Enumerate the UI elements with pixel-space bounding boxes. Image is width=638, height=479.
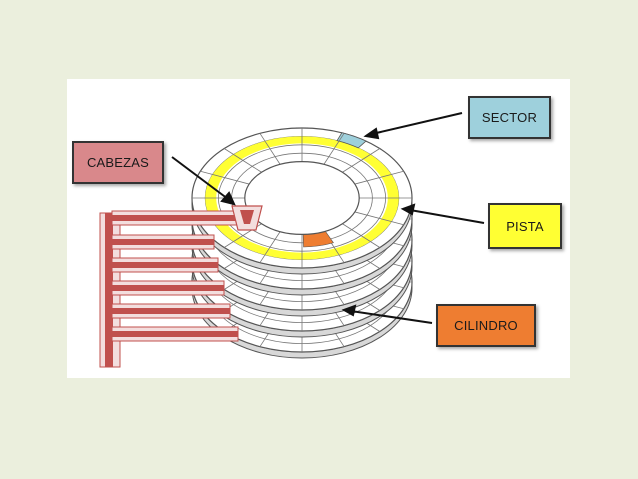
sector-line: [354, 170, 404, 185]
head-arm-core: [112, 262, 218, 268]
pista-arrowhead: [400, 203, 416, 216]
sector-line: [354, 211, 404, 226]
sector-line: [342, 223, 380, 248]
spindle-hole: [244, 161, 360, 236]
sector-label: SECTOR: [468, 96, 551, 139]
cabezas-arrow: [171, 156, 229, 200]
sector-arrow: [371, 112, 463, 135]
sector-line: [323, 133, 345, 165]
sector-line: [259, 133, 281, 165]
read-write-head-tip: [240, 210, 254, 224]
cabezas-arrowhead: [220, 191, 236, 206]
sector-line: [200, 170, 250, 185]
head-assembly: [99, 205, 263, 368]
sector-line: [342, 148, 380, 173]
head-arm-core: [112, 285, 224, 291]
cilindro-arrowhead: [341, 304, 357, 317]
pista-arrow: [409, 209, 485, 224]
head-arm-core: [112, 239, 214, 245]
sector-arrowhead: [363, 127, 380, 140]
platter-stack: [191, 127, 413, 359]
cabezas-label: CABEZAS: [72, 141, 164, 184]
head-arm-core: [112, 331, 238, 337]
arrows: [171, 112, 485, 324]
sector-line: [259, 231, 281, 263]
head-spine-core: [105, 213, 113, 367]
head-arm-core: [112, 308, 230, 314]
cilindro-label: CILINDRO: [436, 304, 536, 347]
sector-line: [224, 148, 262, 173]
cilindro-arrow: [350, 310, 433, 324]
pista-label: PISTA: [488, 203, 562, 249]
head-arm-core: [112, 215, 238, 221]
